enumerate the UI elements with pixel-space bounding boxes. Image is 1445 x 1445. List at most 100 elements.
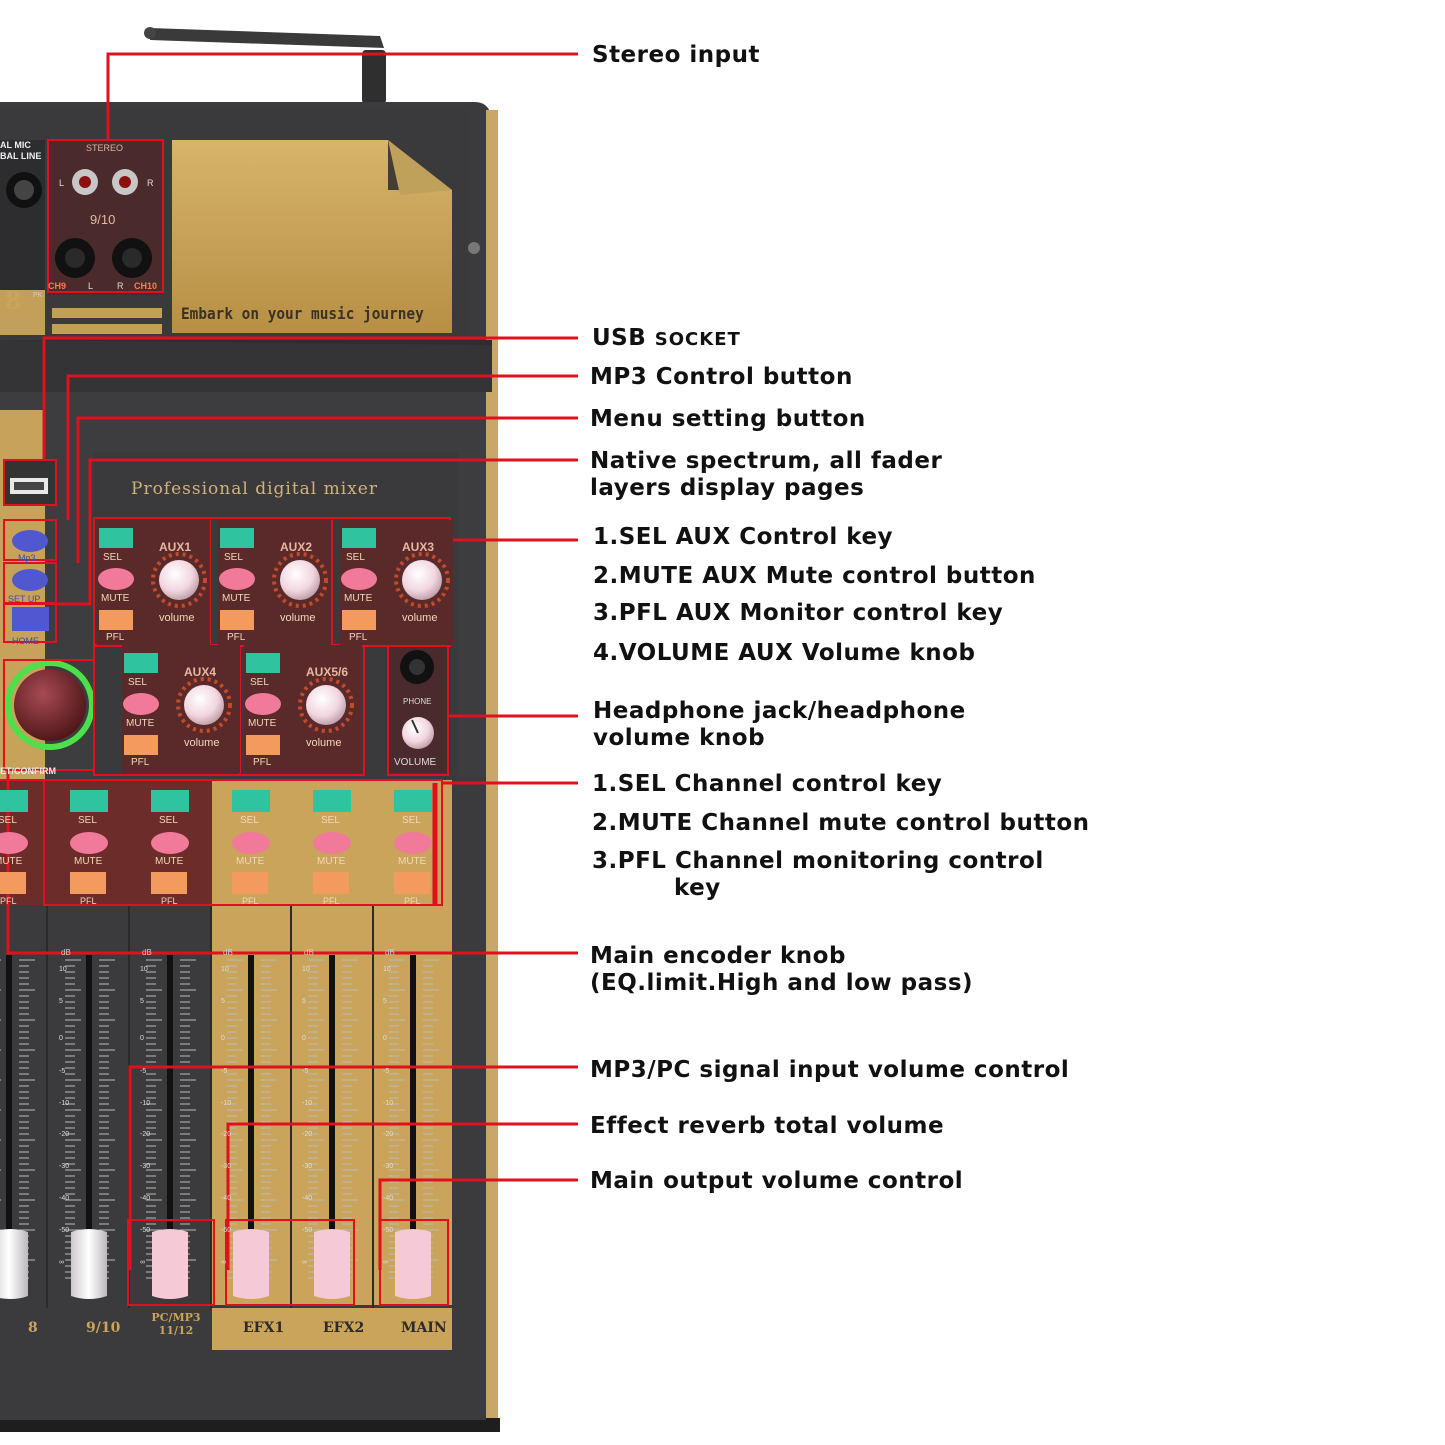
model-digit: 8 (5, 286, 22, 315)
scale-mark-label: -20 (59, 1131, 70, 1138)
panel-title: Professional digital mixer (131, 479, 378, 499)
aux-name-label: AUX2 (280, 540, 313, 554)
slogan: Embark on your music journey (181, 304, 424, 323)
callout-effect-reverb: Effect reverb total volume (590, 1113, 945, 1139)
scale-mark-label: -40 (221, 1195, 232, 1202)
setup-button-shape (12, 569, 48, 591)
scale-mark-label: ∞ (302, 1259, 307, 1266)
aux-pfl-key (124, 735, 158, 755)
scale-mark-label: ∞ (140, 1259, 145, 1266)
annotation-leader (106, 52, 578, 140)
annotation-leader (76, 416, 578, 563)
aux-knob-label: volume (402, 612, 438, 624)
aux-mute-key (123, 693, 159, 715)
scale-db-label: dB (304, 948, 314, 957)
mic-label: AL MIC (0, 140, 31, 150)
annotation-box (3, 519, 57, 561)
scale-mark-label: -50 (59, 1227, 70, 1234)
line-label: BAL LINE (0, 151, 42, 161)
aux-sel-key (220, 528, 254, 548)
scale-mark-label: -30 (140, 1163, 151, 1170)
scale-mark-label: -20 (383, 1131, 394, 1138)
channel-sel-label: SEL (159, 815, 178, 826)
aux-knob-label: volume (280, 612, 316, 624)
stereo-label: STEREO (86, 143, 124, 153)
scale-mark-label: 5 (59, 998, 63, 1005)
channel-pfl-label: PFL (323, 896, 340, 906)
aux-knob-scale (151, 552, 207, 608)
scale-mark-label: -40 (140, 1195, 151, 1202)
aux-knob-label: volume (159, 612, 195, 624)
jack-left-label: L (88, 281, 94, 291)
annotation-leader (56, 458, 578, 606)
scale-mark-label: ∞ (59, 1259, 64, 1266)
annotation-leader (6, 770, 578, 955)
rca-left-label: L (59, 178, 65, 188)
aux-volume-knob (306, 685, 346, 725)
annotation-box (3, 659, 95, 771)
scale-mark-label: 5 (302, 998, 306, 1005)
scale-mark-label: -50 (302, 1227, 313, 1234)
scale-mark-label: 5 (383, 998, 387, 1005)
annotation-box (3, 459, 57, 506)
scale-mark-label: -40 (302, 1195, 313, 1202)
scale-mark-label: -10 (302, 1100, 313, 1107)
channel-name-efx1: EFX1 (243, 1320, 285, 1336)
aux-mute-label: MUTE (248, 718, 277, 729)
scale-mark-label: 5 (140, 998, 144, 1005)
callout-aux-mute: 2.MUTE AUX Mute control button (593, 563, 1036, 589)
scale-mark-label: -5 (59, 1068, 66, 1075)
home-button-shape (12, 607, 49, 631)
scale-db-label: dB (61, 948, 71, 957)
channel-pfl-label: PFL (242, 896, 259, 906)
channel-mute-key (394, 832, 432, 854)
channel-pfl-label: PFL (161, 896, 178, 906)
rca-right-label: R (147, 178, 154, 188)
scale-mark-label: -30 (302, 1163, 313, 1170)
mp3-button-shape (12, 530, 48, 552)
aux-mute-label: MUTE (126, 718, 155, 729)
aux-volume-knob (184, 685, 224, 725)
scale-mark-label: -50 (383, 1227, 394, 1234)
scale-mark-label: 0 (383, 1035, 387, 1042)
aux-pfl-key (99, 610, 133, 630)
channel-name-8: 8 (28, 1320, 38, 1336)
scale-db-label: dB (142, 948, 152, 957)
scale-mark-label: ∞ (221, 1259, 226, 1266)
annotation-box (379, 1219, 449, 1306)
channel-pfl-key (313, 872, 349, 894)
aux-volume-knob (402, 560, 442, 600)
scale-mark-label: -30 (59, 1163, 70, 1170)
callout-aux-volume: 4.VOLUME AUX Volume knob (593, 640, 976, 666)
phone-label: PHONE (403, 697, 432, 706)
aux-mute-key (219, 568, 255, 590)
aux-mute-label: MUTE (222, 593, 251, 604)
aux-mute-key (98, 568, 134, 590)
channel-pfl-label: PFL (404, 896, 421, 906)
channel-pfl-key (70, 872, 106, 894)
aux-mute-key (341, 568, 377, 590)
encoder-label: ET/CONFIRM (0, 766, 56, 776)
annotation-box (127, 1219, 215, 1306)
scale-mark-label: 0 (302, 1035, 306, 1042)
scale-db-label: dB (223, 948, 233, 957)
scale-mark-label: -20 (302, 1131, 313, 1138)
home-button-label: HOME (12, 636, 39, 646)
scale-mark-label: -40 (59, 1195, 70, 1202)
scale-mark-label: 10 (140, 966, 148, 973)
scale-mark-label: -40 (383, 1195, 394, 1202)
aux-pfl-label: PFL (349, 632, 368, 643)
scale-mark-label: -20 (140, 1131, 151, 1138)
pk-label: PK (33, 292, 43, 299)
aux-sel-label: SEL (250, 677, 269, 688)
scale-mark-label: 10 (59, 966, 67, 973)
callout-mp3-control: MP3 Control button (590, 364, 853, 390)
scale-mark-label: -30 (221, 1163, 232, 1170)
channel-mute-label: MUTE (236, 856, 265, 867)
channel-sel-key (313, 790, 351, 812)
channel-pfl-key (151, 872, 187, 894)
annotation-leader (66, 374, 578, 520)
setup-button-label: SET UP (8, 594, 41, 604)
